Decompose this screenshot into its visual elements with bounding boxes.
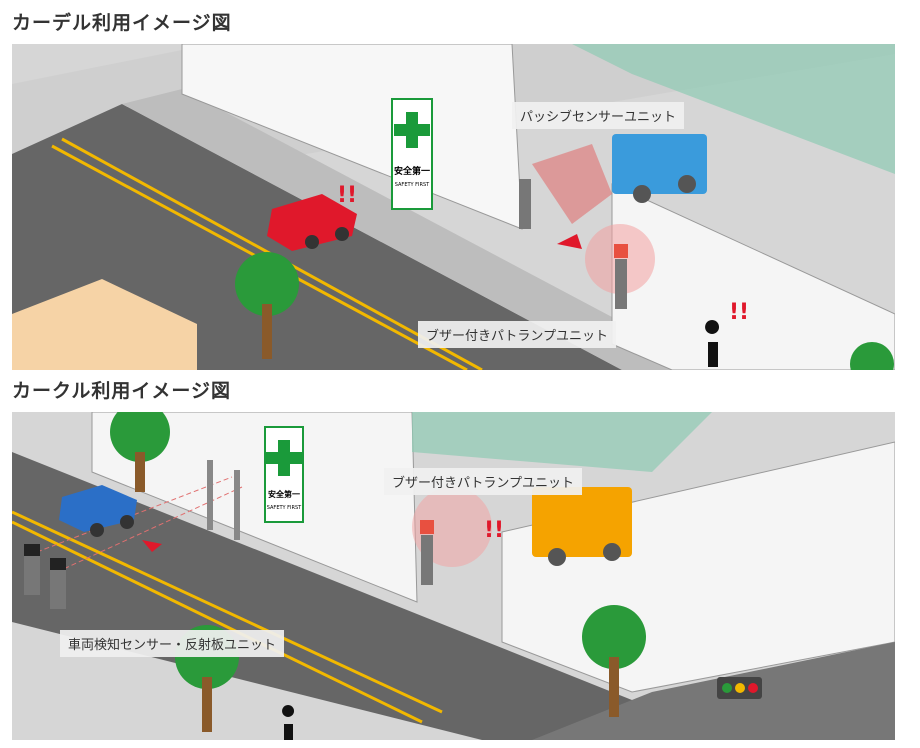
tree bbox=[110, 412, 170, 462]
truck bbox=[532, 487, 632, 557]
alert-mark: !! bbox=[729, 300, 749, 325]
pedestrian bbox=[705, 320, 720, 367]
road bbox=[12, 452, 732, 740]
building bbox=[12, 279, 197, 370]
alert-mark: !! bbox=[484, 518, 504, 543]
red-car bbox=[267, 194, 357, 251]
sign-sub: SAFETY FIRST bbox=[267, 505, 302, 511]
reflector bbox=[207, 460, 213, 530]
sign-text: 安全第一 bbox=[394, 165, 430, 177]
sign-text: 安全第一 bbox=[268, 489, 300, 499]
arrow-icon bbox=[142, 540, 162, 552]
alert-mark: !! bbox=[337, 183, 357, 208]
vehicle-sensor bbox=[24, 550, 40, 595]
cardel-illustration: 安全第一 SAFETY FIRST !! !! パッシブセンサーユニット ブザー… bbox=[12, 44, 895, 370]
tree bbox=[235, 252, 299, 316]
fence bbox=[91, 412, 418, 603]
buzzer-lamp-label: ブザー付きパトランプユニット bbox=[384, 468, 583, 495]
carcle-illustration: 安全第一 SAFETY FIRST !! ブザー付きパトランプユニット 車両検知… bbox=[12, 412, 895, 740]
passive-sensor bbox=[519, 179, 531, 229]
blue-car bbox=[59, 485, 137, 532]
patlamp bbox=[420, 520, 434, 534]
vehicle-sensor-label: 車両検知センサー・反射板ユニット bbox=[60, 630, 285, 657]
section1-title: カーデル利用イメージ図 bbox=[12, 12, 232, 34]
patlamp bbox=[614, 244, 628, 258]
passive-sensor-label: パッシブセンサーユニット bbox=[512, 102, 685, 129]
pedestrian bbox=[282, 705, 295, 740]
sign-sub: SAFETY FIRST bbox=[395, 182, 430, 188]
arrow-icon bbox=[557, 234, 582, 249]
buzzer-lamp-label: ブザー付きパトランプユニット bbox=[418, 321, 617, 348]
section2-title: カークル利用イメージ図 bbox=[12, 380, 232, 402]
